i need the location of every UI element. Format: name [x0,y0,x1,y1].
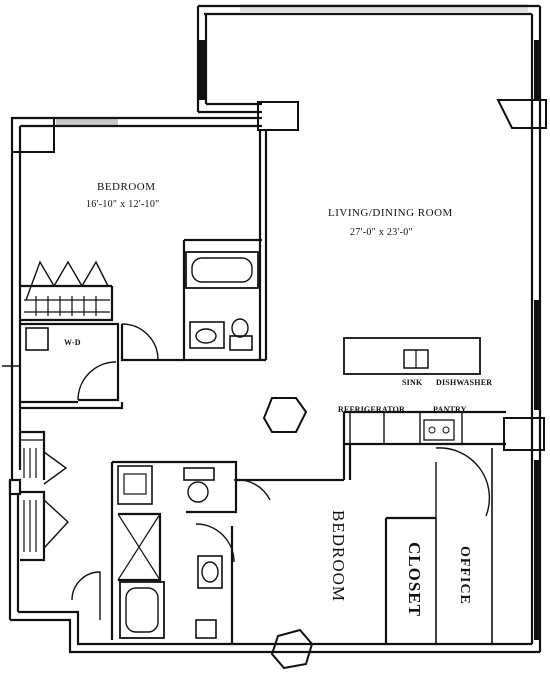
dishwasher-label: DISHWASHER [436,378,493,387]
pantry-label: PANTRY [433,405,467,414]
bedroom1-walls [20,130,268,362]
bedroom2-walls [236,447,493,644]
kitchen [342,337,506,480]
closet-label: CLOSET [405,542,424,617]
bedroom2-label: BEDROOM [329,510,348,603]
exterior-walls [8,4,542,654]
living-dims: 27'-0" x 23'-0" [350,227,413,238]
sink-label: SINK [402,378,423,387]
bedroom1-dims: 16'-10" x 12'-10" [86,199,160,210]
refrigerator-label: REFRIGERATOR [338,405,406,414]
bathroom2 [110,460,271,644]
office-label: OFFICE [457,546,472,605]
columns [11,99,547,670]
living-label: LIVING/DINING ROOM [328,207,453,219]
laundry-hall [2,322,124,620]
bedroom1-label: BEDROOM [97,181,156,193]
wd-label: W-D [64,338,81,347]
